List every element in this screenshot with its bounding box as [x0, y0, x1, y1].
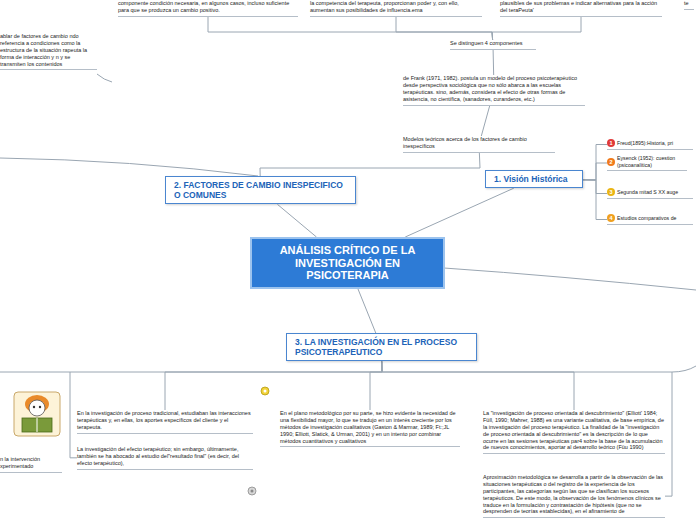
- connector: [260, 153, 480, 176]
- numbered-topic: 1Freud(1895):Historia, pri: [607, 139, 693, 150]
- node-text: 2. FACTORES DE CAMBIO INESPECIFICO O COM…: [174, 180, 347, 200]
- connector: [370, 361, 382, 410]
- connector: [405, 188, 514, 237]
- central-topic: ANÁLISIS CRÍTICO DE LA INVESTIGACIÓN EN …: [250, 237, 445, 289]
- connector: [493, 50, 495, 75]
- topic-text: Se distinguen 4 componentes: [450, 40, 536, 50]
- node-text: n la intervención xperimentado: [0, 456, 62, 470]
- node-text: 1. Visión Histórica: [494, 174, 574, 184]
- callout-number: 1: [607, 139, 615, 147]
- connector: [583, 180, 607, 194]
- connector: [583, 145, 607, 181]
- branch-wire: [672, 366, 696, 372]
- node-text: Estudios comparativos de: [617, 215, 676, 222]
- branch-wire: [0, 372, 70, 373]
- topic-text: Modelos teóricos acerca de los factores …: [403, 136, 555, 153]
- topic-text: te: [684, 0, 694, 10]
- node-text: La "investigación de proceso orientada a…: [483, 410, 665, 451]
- connector: [481, 106, 489, 137]
- topic-text: La "investigación de proceso orientada a…: [483, 410, 665, 454]
- node-text: Aproximación metodológica se desarrolla …: [483, 474, 665, 515]
- branch-wire: [97, 74, 112, 82]
- numbered-topic: 3Segunda mitad S XX auge: [607, 188, 693, 199]
- topic-text: La investigación del efecto terapéutico;…: [77, 446, 253, 470]
- topic-text: ablar de factores de cambio ndo referenc…: [0, 33, 97, 70]
- node-text: Modelos teóricos acerca de los factores …: [403, 136, 555, 150]
- branch-box: 3. LA INVESTIGACIÓN EN EL PROCESO PSICOT…: [286, 333, 477, 361]
- connector: [583, 180, 607, 220]
- connector: [396, 17, 493, 40]
- topic-text: de Frank (1971, 1982). postula un modelo…: [403, 75, 585, 106]
- node-text: Se distinguen 4 componentes: [450, 40, 536, 47]
- topic-icon: [248, 487, 256, 495]
- reader-illustration: [14, 392, 60, 436]
- node-text: 3. LA INVESTIGACIÓN EN EL PROCESO PSICOT…: [295, 337, 468, 357]
- topic-text: n la intervención xperimentado: [0, 456, 62, 473]
- numbered-topic: 2Eysenck (1952): cuestion (psicoanalític…: [607, 155, 687, 171]
- topic-icon: [261, 387, 269, 395]
- connector: [358, 289, 376, 333]
- connector: [165, 361, 382, 410]
- callout-number: 4: [607, 214, 615, 222]
- callout-number: 2: [607, 158, 615, 166]
- node-text: componente condición necesaria, en algun…: [118, 0, 298, 14]
- callout-number: 3: [607, 188, 615, 196]
- node-text: te: [684, 0, 694, 7]
- topic-text: la competencia del terapeuta, proporcion…: [310, 0, 482, 17]
- node-text: plausibles de sus problemas e indicar al…: [500, 0, 662, 14]
- node-text: La investigación del efecto terapéutico;…: [77, 446, 253, 467]
- branch-box: 1. Visión Histórica: [485, 170, 583, 188]
- topic-text: En el plano metodológico por su parte, s…: [280, 410, 460, 447]
- topic-text: plausibles de sus problemas e indicar al…: [500, 0, 662, 17]
- connector: [492, 17, 581, 40]
- node-text: de Frank (1971, 1982). postula un modelo…: [403, 75, 585, 103]
- connector: [382, 361, 574, 410]
- branch-box: 2. FACTORES DE CAMBIO INESPECIFICO O COM…: [165, 176, 356, 204]
- node-text: ANÁLISIS CRÍTICO DE LA INVESTIGACIÓN EN …: [258, 244, 437, 282]
- numbered-topic: 4Estudios comparativos de: [607, 214, 693, 225]
- branch-wire: [444, 268, 696, 290]
- connector: [277, 204, 316, 237]
- topic-text: Aproximación metodológica se desarrolla …: [483, 474, 665, 518]
- node-text: En el plano metodológico por su parte, s…: [280, 410, 460, 444]
- branch-wire: [0, 158, 258, 176]
- node-text: Segunda mitad S XX auge: [617, 189, 678, 196]
- node-text: ablar de factores de cambio ndo referenc…: [0, 33, 97, 67]
- topic-text: componente condición necesaria, en algun…: [118, 0, 298, 17]
- topic-text: En la investigación de proceso tradicion…: [77, 410, 253, 434]
- node-text: Freud(1895):Historia, pri: [617, 140, 673, 147]
- connector: [583, 163, 607, 180]
- node-text: Eysenck (1952): cuestion (psicoanalítica…: [617, 155, 687, 168]
- node-text: En la investigación de proceso tradicion…: [77, 410, 253, 431]
- connector: [208, 17, 493, 40]
- node-text: la competencia del terapeuta, proporcion…: [310, 0, 482, 14]
